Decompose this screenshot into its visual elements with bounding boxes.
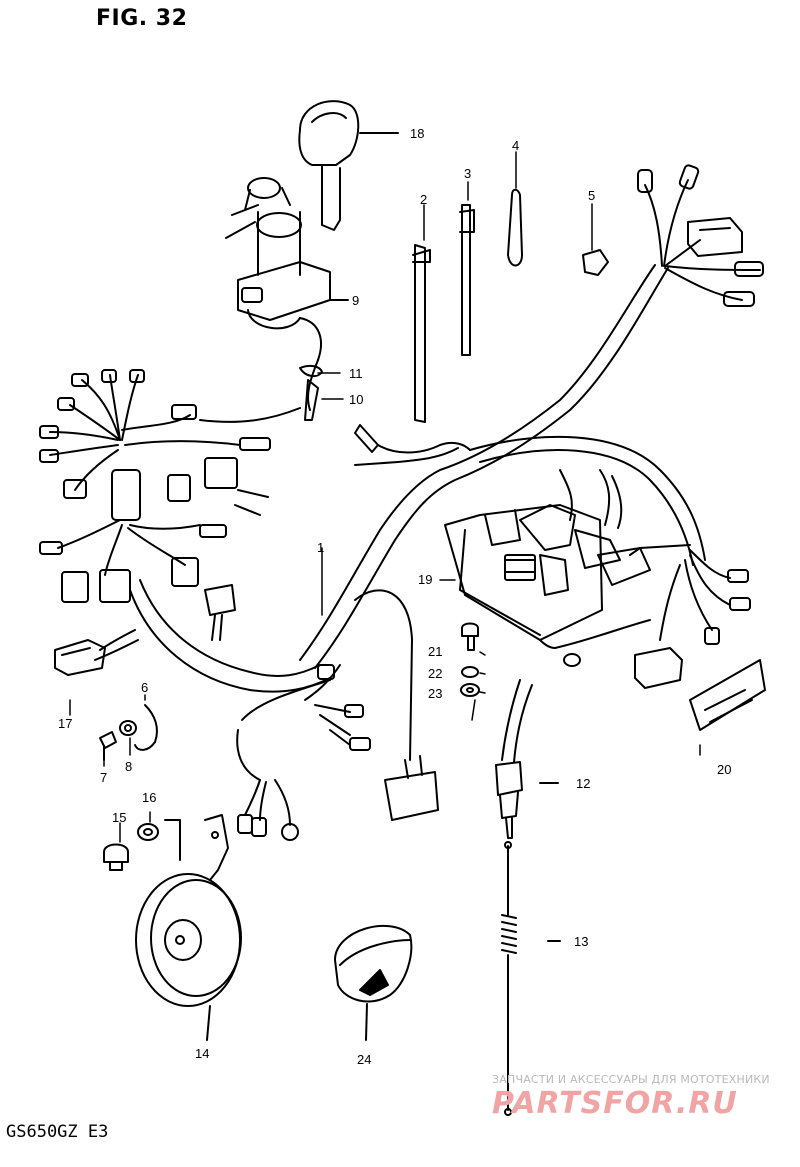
callout-17: 17 <box>58 716 72 731</box>
callout-21: 21 <box>428 644 442 659</box>
callout-7: 7 <box>100 770 107 785</box>
callout-22: 22 <box>428 666 442 681</box>
callout-10: 10 <box>349 392 363 407</box>
callout-1: 1 <box>317 540 324 555</box>
callout-24: 24 <box>357 1052 371 1067</box>
callout-5: 5 <box>588 188 595 203</box>
figure-title: FIG. 32 <box>96 6 188 31</box>
callout-13: 13 <box>574 934 588 949</box>
callout-9: 9 <box>352 293 359 308</box>
callout-8: 8 <box>125 759 132 774</box>
main-wiring-harness <box>129 264 706 781</box>
coupler-17 <box>54 629 139 676</box>
callout-23: 23 <box>428 686 442 701</box>
model-code: GS650GZ E3 <box>6 1122 109 1142</box>
ignition-key <box>298 100 399 231</box>
ignition-switch <box>225 177 349 361</box>
leader-lines <box>69 151 701 843</box>
part-24-cover <box>334 925 413 1041</box>
small-fasteners-6-7-8 <box>99 704 158 761</box>
spring-cable-13 <box>501 841 561 1116</box>
connector-cluster-right <box>597 544 766 731</box>
callout-20: 20 <box>717 762 731 777</box>
connectors-lower <box>237 664 439 841</box>
connector-cluster-left <box>39 369 271 641</box>
horn-14 <box>135 873 242 1041</box>
callout-2: 2 <box>420 192 427 207</box>
harness-branch-top-right <box>637 164 764 307</box>
callout-12: 12 <box>576 776 590 791</box>
screw-washers-21-22-23 <box>460 622 480 697</box>
callout-11: 11 <box>349 366 363 381</box>
callout-15: 15 <box>112 810 126 825</box>
wire-bands <box>412 188 609 423</box>
cable-switch-12 <box>495 679 559 839</box>
watermark-tagline: ЗАПЧАСТИ И АКСЕССУАРЫ ДЛЯ МОТОТЕХНИКИ <box>492 1073 770 1086</box>
horn-bolt-15-16 <box>103 814 229 881</box>
callout-19: 19 <box>418 572 432 587</box>
callout-6: 6 <box>141 680 148 695</box>
callout-16: 16 <box>142 790 156 805</box>
callout-14: 14 <box>195 1046 209 1061</box>
relay-bracket-19 <box>444 469 651 667</box>
callout-18: 18 <box>410 126 424 141</box>
callout-3: 3 <box>464 166 471 181</box>
watermark-logo: PARTSFOR.RU <box>492 1086 738 1121</box>
callout-4: 4 <box>512 138 519 153</box>
connectors-center <box>199 359 471 466</box>
